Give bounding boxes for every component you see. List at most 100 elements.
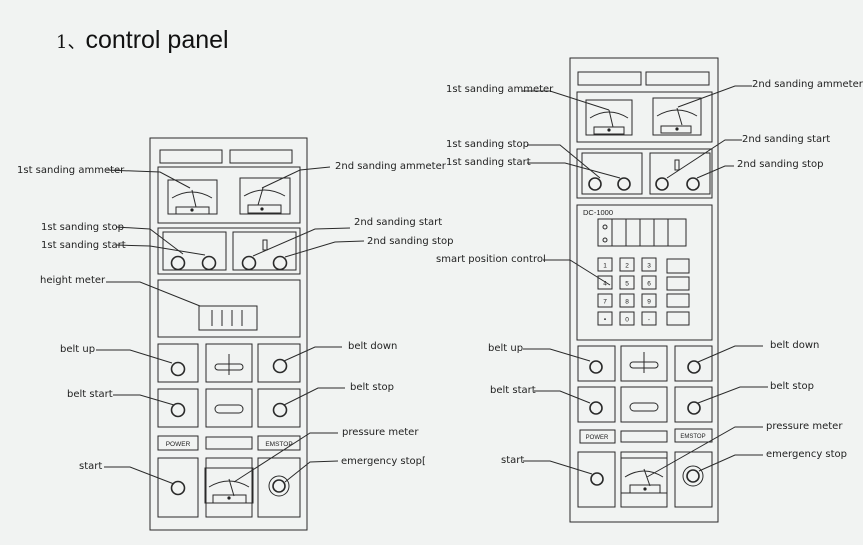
right-ammeter1-label: 1st sanding ammeter [446,84,554,95]
left-estop-label: emergency stop[ [341,456,426,467]
keypad-key-label: 2 [625,263,629,270]
keypad-key-label: 4 [603,281,607,288]
right-start-button [590,472,604,486]
right-start2-button [655,177,669,191]
right-emergency-stop-button [682,465,704,487]
right-belt-up-label: belt up [488,343,524,354]
right-emstop-button [674,428,713,443]
keypad-key [597,275,613,290]
left-stop1-button [170,255,186,271]
right-emstop-label: EMSTOP [680,434,705,440]
right-power-button [579,429,616,444]
right-controller-label: DC-1000 [583,208,613,217]
right-estop-label: emergency stop [766,449,848,460]
right-start-label: start [501,455,525,466]
left-start-label: start [79,461,103,472]
left-belt-stop-label: belt stop [350,382,394,393]
left-start2-label: 2nd sanding start [354,217,443,228]
left-belt-down-label: belt down [348,341,398,352]
left-stop1-label: 1st sanding stop [41,222,124,233]
right-start1-button [617,177,631,191]
left-belt-start-button [170,402,186,418]
keypad-key [619,311,635,326]
left-start1-button [201,255,217,271]
left-leader-lines [96,166,365,485]
left-belt-up-label: belt up [60,344,96,355]
title-number: 1、 [56,32,86,53]
page-title: 1、control panel [56,26,229,55]
left-belt-down-button [272,358,288,374]
left-emstop-label: EMSTOP [265,441,292,448]
right-belt-start-button [589,401,603,415]
left-ammeter-plate-2 [229,149,293,164]
left-pressure-label: pressure meter [342,427,419,438]
right-pressure-label: pressure meter [766,421,843,432]
left-power-label: POWER [166,441,191,448]
right-power-label: POWER [586,435,609,441]
right-controller-box [576,204,713,341]
left-ammeter2-label: 2nd sanding ammeter [335,161,446,172]
left-emergency-stop-button [268,475,290,497]
left-start1-label: 1st sanding start [41,240,126,251]
left-ammeter-plate-1 [159,149,223,164]
right-ammeter-1 [585,99,633,136]
left-power-button [157,435,199,451]
keypad-key [641,257,657,272]
left-belt-stop-button [272,402,288,418]
keypad-key [619,257,635,272]
keypad-key-label: 3 [647,263,651,270]
keypad-key-label: 1 [603,263,607,270]
right-belt-up-button [589,360,603,374]
left-start2-button [241,255,257,271]
left-height-meter-display [198,305,258,331]
right-stop1-label: 1st sanding stop [446,139,529,150]
keypad-key [641,275,657,290]
keypad-key [641,293,657,308]
left-stop2-label: 2nd sanding stop [367,236,454,247]
keypad-key-label: 5 [625,281,629,288]
keypad-key-label: 0 [625,317,629,324]
left-height-label: height meter [40,275,106,286]
keypad-key [619,293,635,308]
left-ammeter-group [157,166,301,224]
right-smart-label: smart position control [436,254,546,265]
left-belt-up-button [170,361,186,377]
keypad-key [597,311,613,326]
left-emstop-button [257,435,301,451]
left-stop2-button [272,255,288,271]
right-start1-label: 1st sanding start [446,157,531,168]
right-stop2-label: 2nd sanding stop [737,159,824,170]
keypad-key-label: • [604,317,607,324]
right-belt-stop-button [687,401,701,415]
left-ammeter1-label: 1st sanding ammeter [17,165,125,176]
keypad-key-label: 9 [647,299,651,306]
right-belt-down-label: belt down [770,340,820,351]
right-ammeter2-label: 2nd sanding ammeter [752,79,863,90]
keypad-key-label: 8 [625,299,629,306]
left-panel-frame [149,137,308,531]
right-belt-stop-label: belt stop [770,381,814,392]
left-start-stop-group [157,227,301,275]
keypad-key [641,311,657,326]
title-text: control panel [85,26,229,54]
right-start2-label: 2nd sanding start [742,134,831,145]
left-start-button [170,480,186,496]
keypad-key [597,257,613,272]
keypad-key-label: 6 [647,281,651,288]
right-stop2-button [686,177,700,191]
right-ammeter-2 [652,97,702,136]
right-belt-down-button [687,360,701,374]
right-ammeter-group [576,91,713,143]
left-ammeter-2 [239,177,291,215]
left-height-meter-box [157,279,301,338]
keypad-key [619,275,635,290]
right-keypad: 1 2 3 4 5 6 7 8 9 • 0 - [597,257,657,326]
right-belt-start-label: belt start [490,385,536,396]
keypad-key-label: 7 [603,299,607,306]
keypad-key-label: - [648,317,650,324]
keypad-key [597,293,613,308]
right-leader-lines [522,85,768,478]
right-start-stop-group [576,148,713,199]
right-panel-frame [569,57,719,523]
